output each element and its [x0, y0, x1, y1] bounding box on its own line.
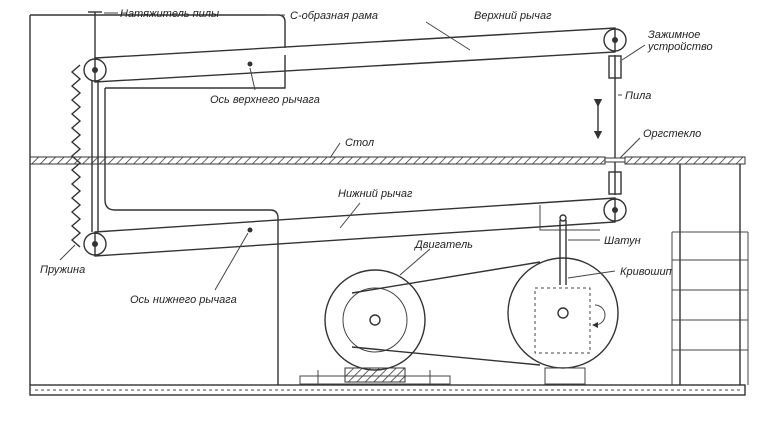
table [29, 156, 746, 165]
label-c-frame: С-образная рама [290, 10, 378, 22]
saw-blade [593, 55, 622, 195]
upper-lever [83, 27, 627, 83]
spring [70, 64, 82, 248]
lower-pulley-right [603, 198, 627, 222]
belt [351, 261, 541, 366]
tension-rod [88, 11, 102, 232]
label-saw: Пила [625, 90, 651, 102]
label-saw-tensioner: Натяжитель пилы [120, 8, 219, 20]
label-spring: Пружина [40, 264, 85, 276]
lower-pivot-point [247, 227, 253, 233]
label-lower-lever: Нижний рычаг [338, 188, 413, 200]
label-upper-lever: Верхний рычаг [474, 10, 552, 22]
upper-pivot-point [247, 61, 253, 67]
label-upper-pivot: Ось верхнего рычага [210, 94, 320, 106]
lower-pulley-left [83, 232, 107, 256]
label-clamp-line2: устройство [647, 41, 713, 53]
label-lower-pivot: Ось нижнего рычага [130, 294, 237, 306]
label-crank: Кривошип [620, 266, 672, 278]
motor [299, 269, 451, 385]
leader-lines [59, 12, 646, 291]
label-table: Стол [345, 137, 374, 149]
lower-clamp [608, 171, 622, 195]
base [29, 384, 746, 396]
c-frame [29, 14, 286, 385]
crank-wheel [507, 257, 619, 385]
connecting-rod [559, 214, 567, 285]
right-stand [671, 164, 749, 385]
upper-pulley-right [603, 28, 627, 52]
label-conrod: Шатун [604, 235, 641, 247]
label-motor: Двигатель [413, 239, 473, 251]
lower-lever [83, 197, 627, 257]
label-plexiglass: Оргстекло [643, 128, 701, 140]
upper-clamp [608, 55, 622, 79]
labels: Натяжитель пилы С-образная рама Верхний … [40, 8, 713, 306]
plexiglass-insert [604, 157, 626, 163]
label-clamp-line1: Зажимное [648, 29, 700, 41]
